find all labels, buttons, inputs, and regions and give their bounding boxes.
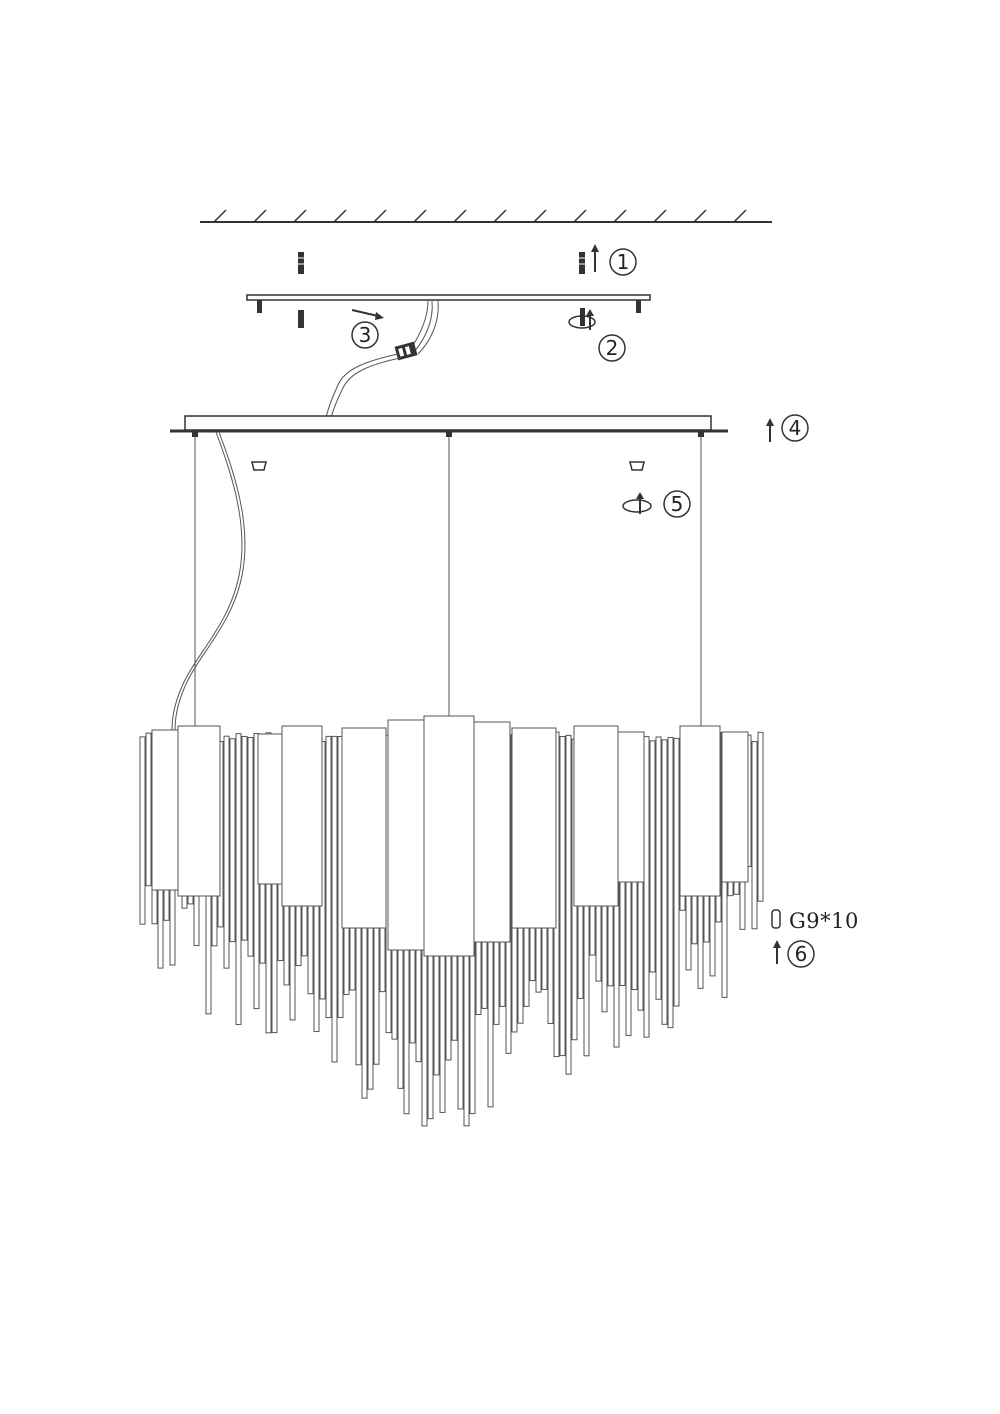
step-number: 2	[606, 336, 619, 360]
crystal-panel	[511, 727, 557, 929]
crystal-rod	[139, 736, 146, 925]
crystal-panel	[617, 731, 645, 883]
crystal-rod	[655, 736, 662, 1000]
mounting-plate	[246, 294, 651, 313]
hatch-mark	[613, 209, 627, 223]
rotate-arrow-icon	[568, 309, 596, 330]
step-marker-1: 1	[609, 248, 637, 276]
up-arrow-icon	[766, 418, 774, 442]
hatch-mark	[533, 209, 547, 223]
crystal-cluster	[139, 715, 764, 1127]
bulb-icon	[771, 909, 781, 929]
step-marker-6: 6	[787, 940, 815, 968]
screw-icon	[578, 252, 586, 274]
crystal-panel	[573, 725, 619, 907]
hatch-mark	[213, 209, 227, 223]
step-marker-3: 3	[351, 321, 379, 349]
crystal-panel	[473, 721, 511, 943]
screw-icon	[580, 308, 585, 326]
lamp-wires	[325, 353, 401, 419]
step-marker-5: 5	[663, 490, 691, 518]
crystal-rod	[673, 737, 680, 1007]
hatch-mark	[253, 209, 267, 223]
up-arrow-icon	[773, 940, 781, 964]
hatch-mark	[453, 209, 467, 223]
crystal-panel	[151, 729, 181, 891]
connector-block-icon	[394, 341, 418, 361]
rotate-arrow-icon	[622, 492, 652, 514]
thumb-screw	[251, 461, 267, 471]
hatch-mark	[333, 209, 347, 223]
crystal-rod	[661, 739, 668, 1025]
crystal-rod	[667, 736, 674, 1029]
crystal-rod	[331, 735, 338, 1063]
hatch-mark	[573, 209, 587, 223]
crystal-rod	[229, 738, 236, 943]
crystal-panel	[679, 725, 721, 897]
crystal-rod	[565, 734, 572, 1075]
crystal-panel	[721, 731, 749, 883]
crystal-rod	[235, 733, 242, 1025]
step-number: 1	[617, 250, 630, 274]
hatch-mark	[653, 209, 667, 223]
hatch-mark	[693, 209, 707, 223]
step-marker-4: 4	[781, 414, 809, 442]
step-number: 6	[795, 942, 808, 966]
hatch-mark	[293, 209, 307, 223]
crystal-panel	[257, 733, 283, 885]
hatch-mark	[493, 209, 507, 223]
crystal-rod	[241, 735, 248, 941]
crystal-rod	[643, 736, 650, 1038]
hatch-mark	[373, 209, 387, 223]
hatch-mark	[413, 209, 427, 223]
step-number: 5	[671, 492, 684, 516]
crystal-rod	[757, 731, 764, 902]
crystal-panel	[341, 727, 387, 929]
hatch-mark	[733, 209, 747, 223]
crystal-panel	[387, 719, 425, 951]
ceiling-hatching	[213, 209, 747, 223]
up-arrow-icon	[591, 244, 599, 272]
crystal-panel	[281, 725, 323, 907]
crystal-rod	[145, 732, 152, 887]
crystal-panel	[177, 725, 221, 897]
crystal-rod	[223, 735, 230, 969]
ceiling	[200, 209, 772, 223]
crystal-rod	[559, 736, 566, 1057]
suspension-cables	[171, 431, 702, 731]
screw-icon	[298, 310, 304, 328]
crystal-rod	[325, 735, 332, 1019]
crystal-rod	[751, 741, 758, 930]
step-3-arrow	[351, 309, 384, 320]
canopy	[170, 415, 728, 437]
step-marker-2: 2	[598, 334, 626, 362]
screw-icon	[297, 252, 305, 274]
thumb-screw	[629, 461, 645, 471]
bulb-spec: G9*10	[789, 909, 859, 933]
step-number: 3	[359, 323, 372, 347]
crystal-panel	[423, 715, 475, 957]
crystal-rod	[247, 736, 254, 957]
step-number: 4	[789, 416, 802, 440]
crystal-rod	[649, 740, 656, 973]
